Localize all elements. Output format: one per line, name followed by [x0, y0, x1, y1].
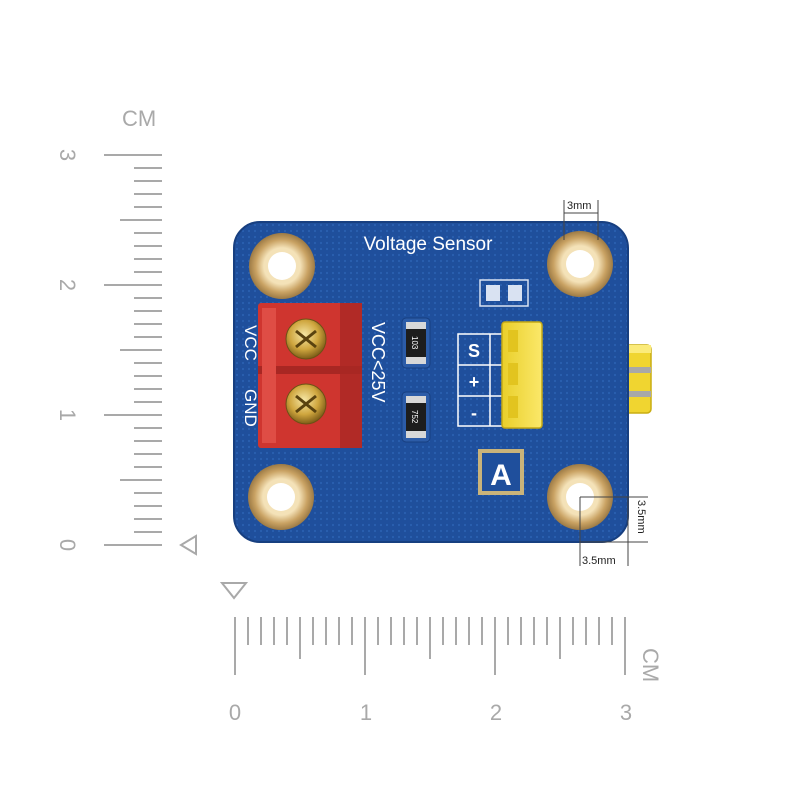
vertical-tick-label: 1: [55, 409, 80, 421]
edge-offset-y-label: 3.5mm: [635, 500, 647, 534]
horizontal-tick-label: 1: [360, 700, 372, 725]
input-voltage-label: VCC<25V: [368, 322, 388, 403]
pin-label-plus: +: [469, 372, 480, 392]
pin-header: [501, 321, 543, 429]
vertical-ruler-unit: CM: [122, 106, 156, 131]
edge-offset-x-label: 3.5mm: [582, 555, 616, 567]
dimension-edge-offset: 3.5mm 3.5mm: [579, 496, 648, 567]
mounting-hole-top-left: [249, 233, 315, 299]
chip-logo-icon: [479, 279, 529, 307]
vertical-tick-label: 0: [55, 539, 80, 551]
terminal-label-vcc: VCC: [241, 325, 260, 361]
resistor-top-code: 103: [410, 336, 419, 350]
screw-terminal: [258, 303, 362, 448]
pcb-board: Voltage Sensor VCC GND VCC<25V: [233, 221, 629, 543]
hole-diameter-label: 3mm: [567, 200, 591, 212]
horizontal-origin-marker: [219, 582, 249, 600]
vertical-tick-label: 2: [55, 279, 80, 291]
vertical-tick-label: 3: [55, 149, 80, 161]
dimension-hole-diameter: 3mm: [563, 200, 599, 240]
screw-top-icon: [285, 318, 327, 360]
pin-label-signal: S: [468, 341, 480, 361]
mounting-hole-bottom-left: [248, 464, 314, 530]
horizontal-tick-label: 3: [620, 700, 632, 725]
resistor-bottom-code: 752: [410, 410, 419, 424]
vertical-ruler: CM 3 2 1 0: [55, 106, 197, 556]
resistor-bottom: 752: [401, 391, 431, 443]
horizontal-tick-label: 0: [229, 700, 241, 725]
horizontal-tick-label: 2: [490, 700, 502, 725]
screw-bottom-icon: [285, 383, 327, 425]
resistor-top: 103: [401, 317, 431, 369]
mounting-hole-top-right: [547, 231, 613, 297]
vertical-origin-marker: [179, 534, 197, 556]
analog-logo-icon: A: [478, 449, 524, 495]
analog-logo-letter: A: [490, 459, 512, 492]
terminal-label-gnd: GND: [241, 389, 260, 427]
horizontal-ruler: 0 1 2 3 CM: [219, 582, 663, 725]
pin-label-minus: -: [471, 403, 477, 423]
horizontal-ruler-unit: CM: [638, 648, 663, 682]
board-title: Voltage Sensor: [364, 234, 494, 255]
